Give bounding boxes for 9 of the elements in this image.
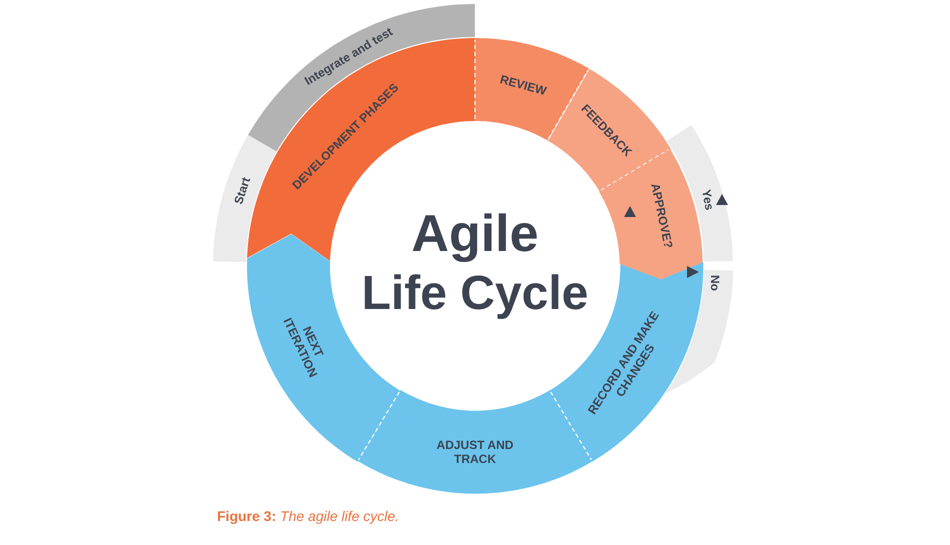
segment-label: Yes <box>698 188 716 211</box>
segment-label: Start <box>232 175 254 206</box>
figure-caption: Figure 3: The agile life cycle. <box>217 508 400 524</box>
segment-label: REVIEW <box>498 74 548 100</box>
segment-label: No <box>708 274 722 291</box>
outer-band-segment <box>213 135 277 262</box>
outer-band-segment <box>664 270 733 394</box>
diagram-title: Agile Life Cycle <box>360 204 590 322</box>
segment-label: ADJUST AND TRACK <box>436 439 514 467</box>
